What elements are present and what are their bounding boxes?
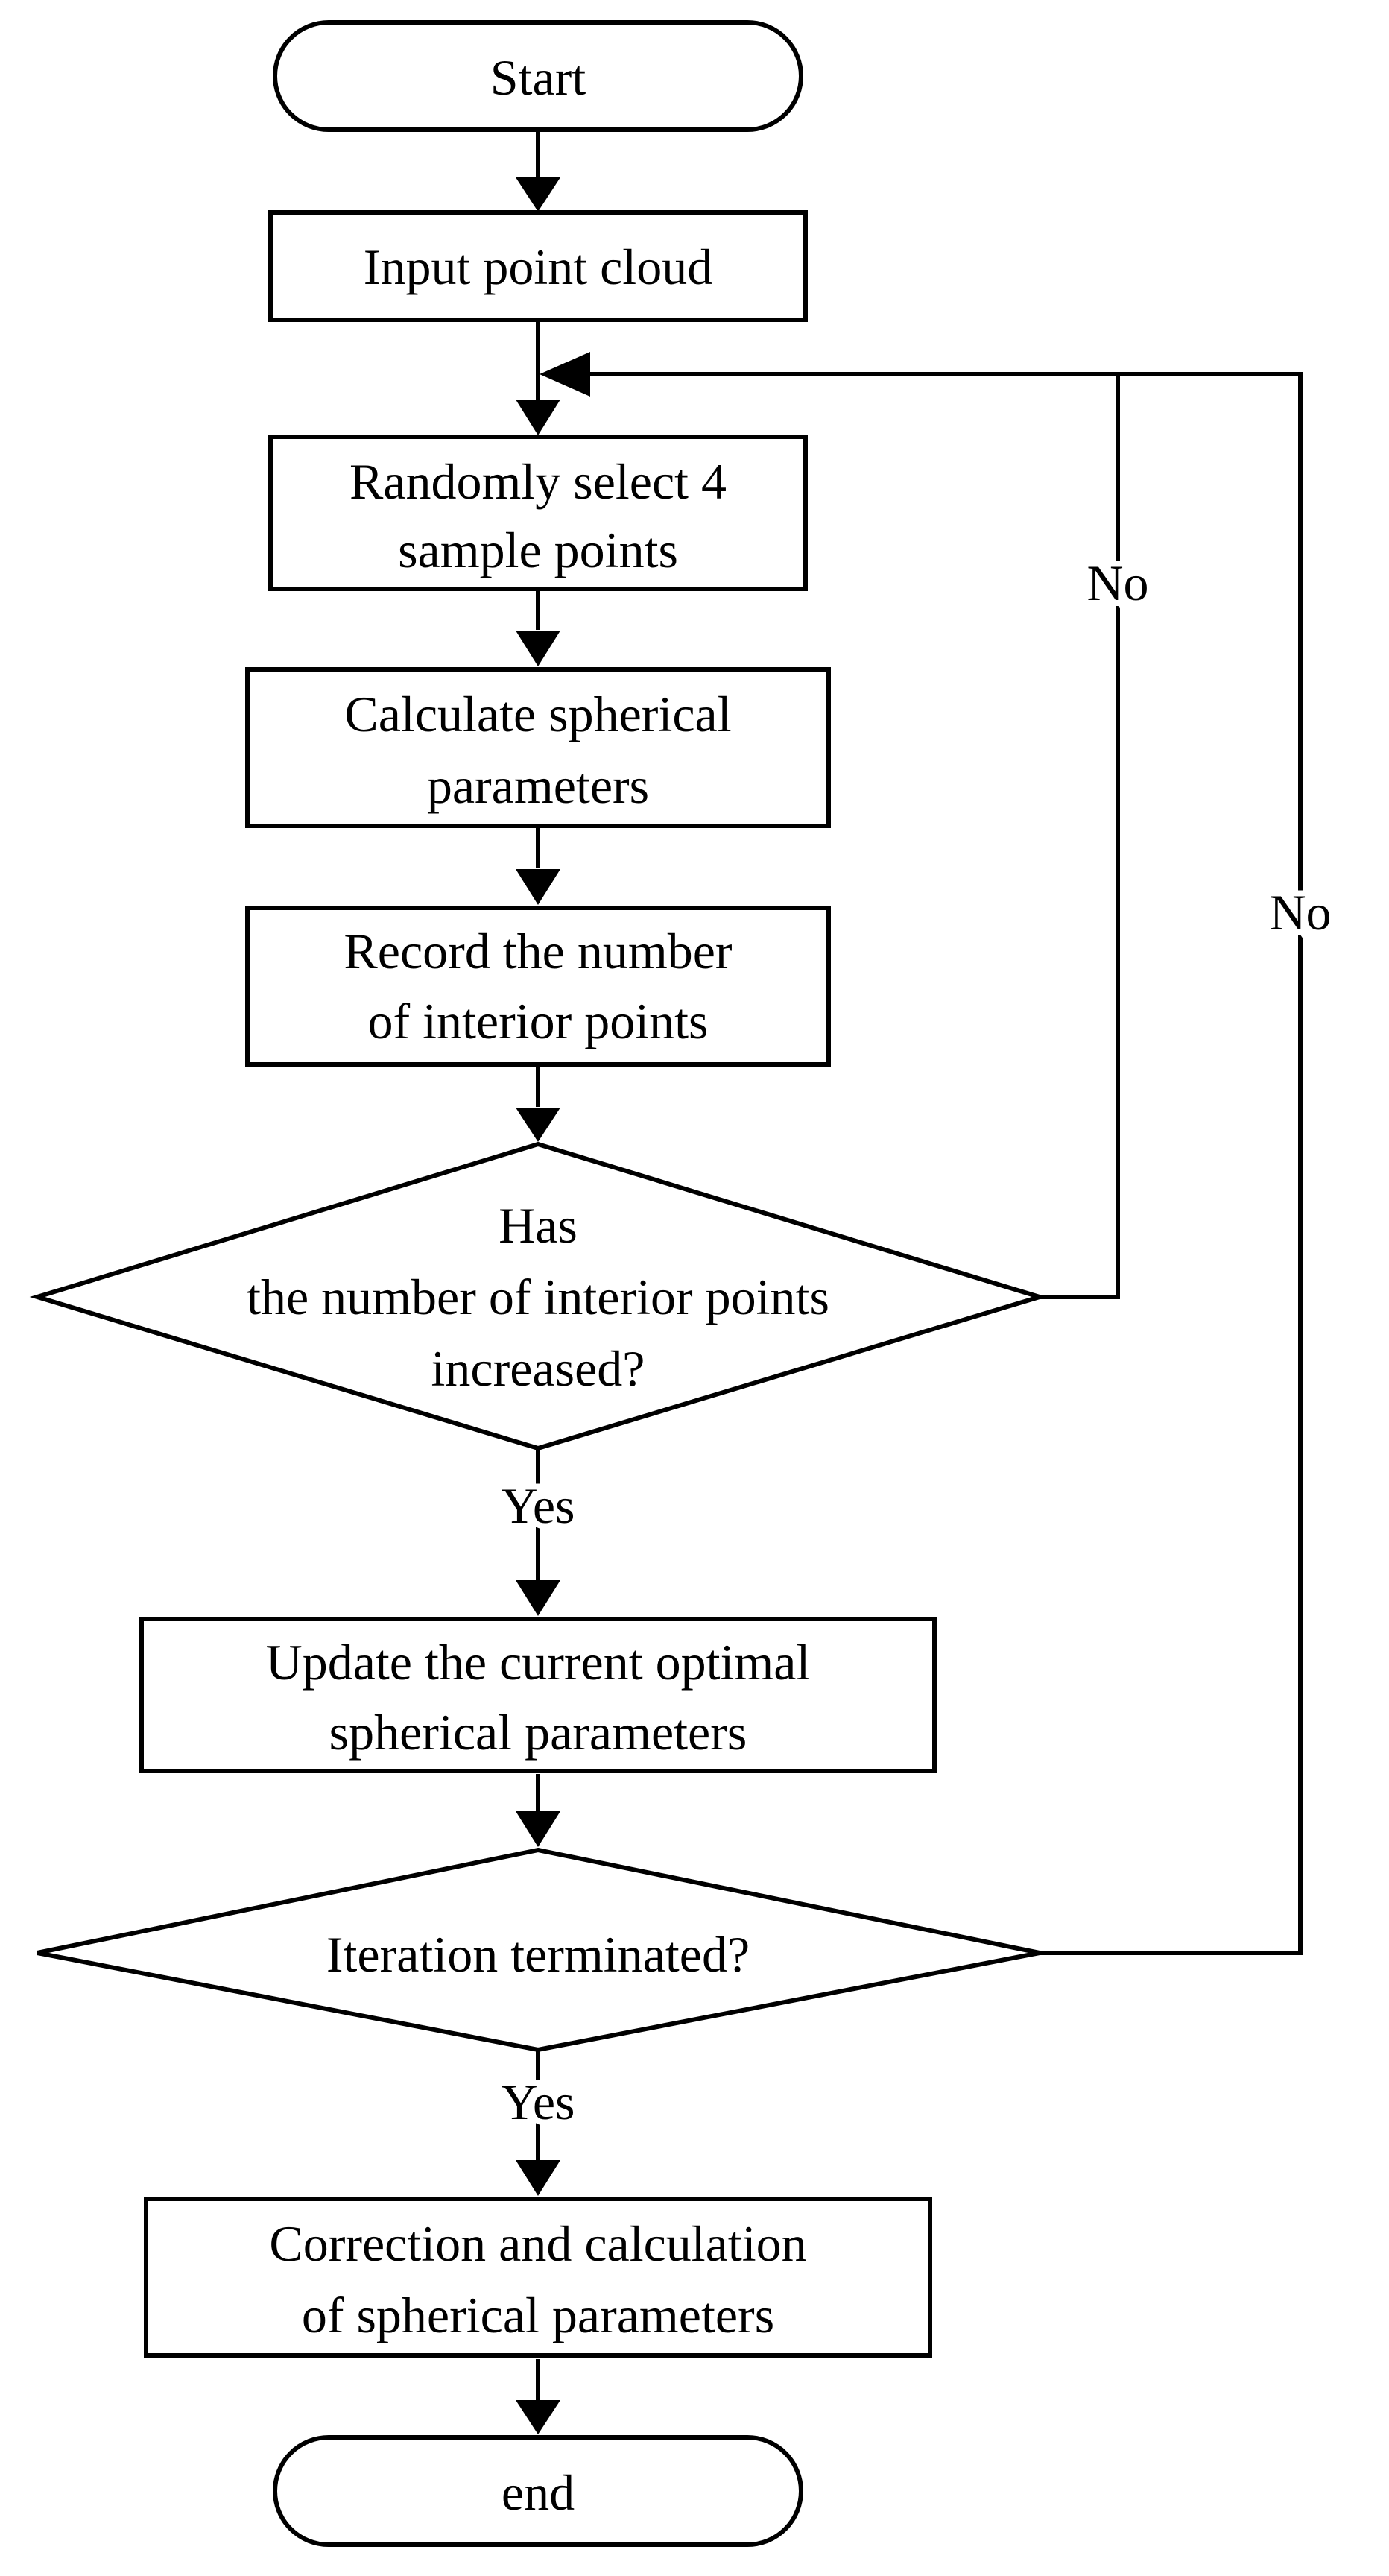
edge-loop-no-outer <box>1040 372 1303 1955</box>
edge-label-increase-no: No <box>1086 555 1148 611</box>
node-select-line-1: Randomly select 4 <box>349 453 727 510</box>
node-record-line-2: of interior points <box>367 993 708 1049</box>
arrowhead-input <box>516 177 560 212</box>
arrowhead-select <box>516 400 560 435</box>
node-decision-increase-line-2: the number of interior points <box>247 1269 829 1325</box>
node-decision-terminate: Iteration terminated? <box>37 1847 1040 2053</box>
node-select: Randomly select 4 sample points <box>268 435 808 591</box>
node-decision-increase-line-3: increased? <box>431 1340 645 1397</box>
arrowhead-decision2 <box>516 1811 560 1847</box>
node-update: Update the current optimal spherical par… <box>139 1617 937 1773</box>
node-calc-line-1: Calculate spherical <box>344 686 731 742</box>
node-update-line-2: spherical parameters <box>329 1704 747 1761</box>
arrowheads <box>516 177 590 2434</box>
node-input: Input point cloud <box>268 210 808 322</box>
node-input-label: Input point cloud <box>364 239 712 295</box>
node-select-line-2: sample points <box>398 522 678 578</box>
node-update-line-1: Update the current optimal <box>266 1634 811 1690</box>
arrowhead-loop-return <box>540 352 590 397</box>
arrowhead-update <box>516 1580 560 1616</box>
arrowhead-calc <box>516 631 560 666</box>
node-calc: Calculate spherical parameters <box>245 667 831 828</box>
edge-label-increase-yes: Yes <box>502 1477 575 1534</box>
node-record: Record the number of interior points <box>245 906 831 1067</box>
node-decision-increase-line-1: Has <box>499 1197 578 1254</box>
edges <box>536 130 1303 2400</box>
node-correction: Correction and calculation of spherical … <box>144 2197 932 2358</box>
arrowhead-record <box>516 869 560 905</box>
node-end-label: end <box>502 2464 575 2521</box>
node-decision-increase: Has the number of interior points increa… <box>29 1141 1048 1451</box>
edge-loop-no-inner <box>589 372 1120 1299</box>
node-correction-line-1: Correction and calculation <box>269 2215 806 2272</box>
edge-label-terminate-yes: Yes <box>502 2074 575 2130</box>
node-start: Start <box>273 20 803 132</box>
node-calc-line-2: parameters <box>427 757 649 814</box>
node-correction-line-2: of spherical parameters <box>302 2287 774 2343</box>
node-record-line-1: Record the number <box>344 923 733 979</box>
arrowhead-decision <box>516 1108 560 1142</box>
node-start-label: Start <box>490 49 586 106</box>
edge-label-terminate-no: No <box>1269 884 1331 941</box>
arrowhead-end <box>516 2400 560 2434</box>
node-end: end <box>273 2435 803 2547</box>
node-decision-terminate-label: Iteration terminated? <box>326 1926 750 1983</box>
arrowhead-correction <box>516 2160 560 2196</box>
